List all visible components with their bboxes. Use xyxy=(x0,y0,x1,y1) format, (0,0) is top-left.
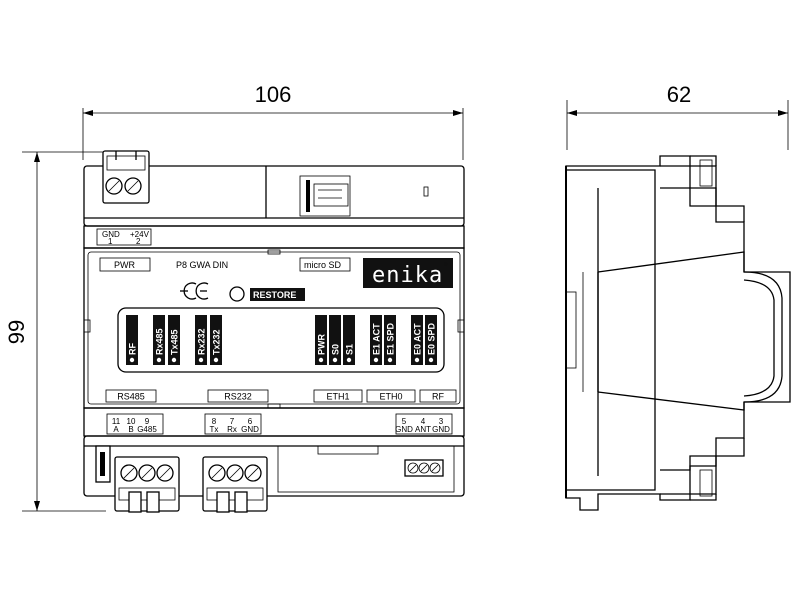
svg-text:GND: GND xyxy=(241,425,259,434)
led-e0-spd: E0 SPD xyxy=(425,315,437,365)
model-label: P8 GWA DIN xyxy=(176,260,228,270)
lower-housing xyxy=(83,435,465,497)
svg-text:7: 7 xyxy=(230,417,235,426)
top-pin-number-1: 1 xyxy=(108,237,113,246)
led-rx485: Rx485 xyxy=(153,315,165,365)
micro-sd-label: micro SD xyxy=(304,260,342,270)
svg-text:ETH0: ETH0 xyxy=(379,392,402,402)
svg-text:ANT: ANT xyxy=(415,425,431,434)
led-label: S0 xyxy=(331,344,341,355)
svg-text:G485: G485 xyxy=(137,425,157,434)
top-terminal-block xyxy=(102,150,150,204)
led-label: Rx232 xyxy=(197,328,207,355)
led-label: RF xyxy=(128,343,138,355)
port-label-rs232: RS232 xyxy=(207,389,269,403)
restore-label: RESTORE xyxy=(253,290,296,300)
top-pin-label-1: GND xyxy=(102,230,120,239)
port-label-eth0: ETH0 xyxy=(366,389,416,403)
dimension-depth: 62 xyxy=(566,82,789,150)
front-view: GND +24V 1 2 PWR P8 GWA DIN micro SD eni… xyxy=(83,150,465,513)
led-indicators: RF Rx485 Tx485 Rx232 Tx232 PWR S0 S1 E1 ACT E1 SP… xyxy=(126,315,437,365)
rs232-pin-labels: 8 7 6Tx Rx GND xyxy=(204,413,262,435)
dimension-height: 99 xyxy=(4,151,106,512)
dimension-width: 106 xyxy=(82,82,464,160)
led-e1-act: E1 ACT xyxy=(370,315,382,365)
restore-button-icon[interactable] xyxy=(229,286,245,302)
width-value: 106 xyxy=(255,82,292,107)
rf-terminal[interactable] xyxy=(404,459,444,477)
led-s1: S1 xyxy=(343,315,355,365)
port-labels: RS485 RS232 ETH1 ETH0 RF xyxy=(105,389,457,403)
ce-mark-icon xyxy=(180,282,209,300)
led-rf: RF xyxy=(126,315,138,365)
svg-text:GND: GND xyxy=(395,425,413,434)
rs232-terminal-block[interactable] xyxy=(202,456,268,513)
pwr-label: PWR xyxy=(114,260,135,270)
svg-text:ETH1: ETH1 xyxy=(326,392,349,402)
height-value: 99 xyxy=(4,320,29,344)
svg-text:A: A xyxy=(113,425,119,434)
led-label: E1 ACT xyxy=(372,323,382,355)
led-label: Tx485 xyxy=(170,329,180,355)
svg-text:enika: enika xyxy=(372,263,443,288)
svg-text:3: 3 xyxy=(439,417,444,426)
port-label-rf: RF xyxy=(419,389,457,403)
brand-logo: enika ® xyxy=(363,258,453,288)
led-pwr: PWR xyxy=(315,315,327,365)
led-s0: S0 xyxy=(329,315,341,365)
led-e1-spd: E1 SPD xyxy=(384,315,396,365)
led-label: E0 ACT xyxy=(413,323,423,355)
led-label: Rx485 xyxy=(155,328,165,355)
svg-text:RF: RF xyxy=(432,392,444,402)
svg-text:5: 5 xyxy=(402,417,407,426)
svg-text:Tx: Tx xyxy=(210,425,219,434)
led-label: E0 SPD xyxy=(427,322,437,355)
led-label: E1 SPD xyxy=(386,322,396,355)
led-label: Tx232 xyxy=(212,329,222,355)
rs485-terminal-block[interactable] xyxy=(114,456,180,513)
led-label: S1 xyxy=(345,344,355,355)
top-pin-label-2: +24V xyxy=(130,230,150,239)
svg-text:B: B xyxy=(128,425,133,434)
indicator-slot xyxy=(423,186,429,197)
svg-text:11: 11 xyxy=(112,417,121,426)
micro-sd-slot[interactable] xyxy=(299,175,351,217)
side-view xyxy=(565,155,791,511)
depth-value: 62 xyxy=(667,82,691,107)
led-tx485: Tx485 xyxy=(168,315,180,365)
svg-text:GND: GND xyxy=(432,425,450,434)
restore-button[interactable]: RESTORE xyxy=(229,286,305,302)
top-pin-number-2: 2 xyxy=(136,237,141,246)
svg-text:®: ® xyxy=(444,261,448,268)
svg-text:8: 8 xyxy=(212,417,217,426)
led-tx232: Tx232 xyxy=(210,315,222,365)
svg-text:RS485: RS485 xyxy=(117,392,145,402)
port-label-eth1: ETH1 xyxy=(313,389,363,403)
svg-text:9: 9 xyxy=(145,417,150,426)
svg-text:10: 10 xyxy=(127,417,136,426)
led-rx232: Rx232 xyxy=(195,315,207,365)
svg-text:6: 6 xyxy=(248,417,253,426)
svg-text:4: 4 xyxy=(421,417,426,426)
led-e0-act: E0 ACT xyxy=(411,315,423,365)
led-label: PWR xyxy=(317,334,327,355)
svg-text:RS232: RS232 xyxy=(224,392,252,402)
port-label-rs485: RS485 xyxy=(105,389,157,403)
svg-text:Rx: Rx xyxy=(227,425,237,434)
